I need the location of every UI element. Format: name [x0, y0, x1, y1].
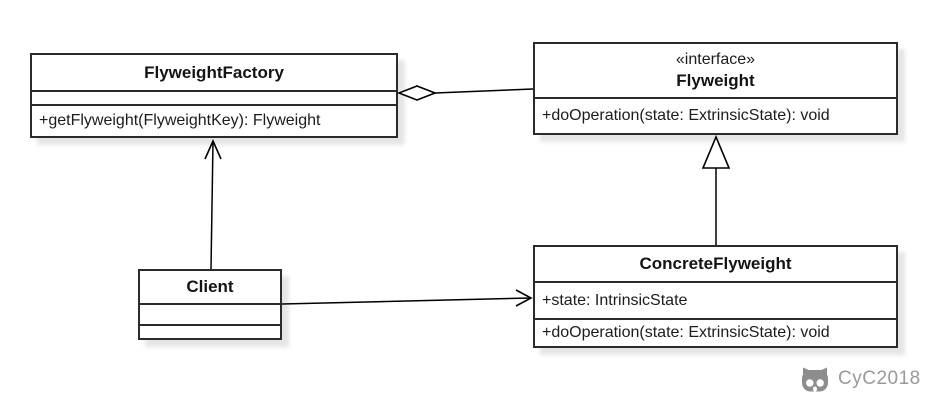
class-box-flyweight-factory: FlyweightFactory +getFlyweight(Flyweight…: [30, 53, 398, 138]
generalization-triangle-icon: [701, 134, 731, 169]
attributes-compartment-empty: [32, 90, 396, 104]
open-arrowhead-icon: [515, 289, 533, 307]
aggregation-diamond-icon: [396, 85, 438, 101]
aggregation-connector-factory-flyweight: [396, 85, 534, 101]
methods-compartment-empty: [140, 324, 280, 338]
watermark: CyC2018: [799, 365, 921, 393]
class-title-client: Client: [186, 277, 234, 296]
association-connector-client-factory: [204, 139, 222, 270]
cat-icon: [802, 367, 828, 392]
association-connector-client-concrete: [281, 289, 533, 307]
class-title-flyweight-factory: FlyweightFactory: [144, 62, 284, 82]
class-box-flyweight-interface: «interface» Flyweight +doOperation(state…: [533, 42, 898, 135]
generalization-connector-concrete-flyweight: [701, 134, 731, 245]
stereotype-label: «interface»: [675, 50, 756, 68]
class-title-concrete-flyweight: ConcreteFlyweight: [639, 254, 792, 273]
attribute-state: +state: IntrinsicState: [535, 281, 896, 318]
watermark-label: CyC2018: [838, 368, 921, 389]
class-title-flyweight: Flyweight: [676, 70, 755, 90]
class-box-concrete-flyweight: ConcreteFlyweight +state: IntrinsicState…: [533, 245, 898, 348]
open-arrowhead-icon: [204, 139, 222, 160]
method-do-operation-interface: +doOperation(state: ExtrinsicState): voi…: [535, 97, 896, 133]
method-do-operation-concrete: +doOperation(state: ExtrinsicState): voi…: [535, 318, 896, 346]
attributes-compartment-empty: [140, 303, 280, 324]
class-header-flyweight: «interface» Flyweight: [535, 44, 896, 97]
class-box-client: Client: [138, 269, 282, 340]
method-get-flyweight: +getFlyweight(FlyweightKey): Flyweight: [32, 104, 396, 136]
